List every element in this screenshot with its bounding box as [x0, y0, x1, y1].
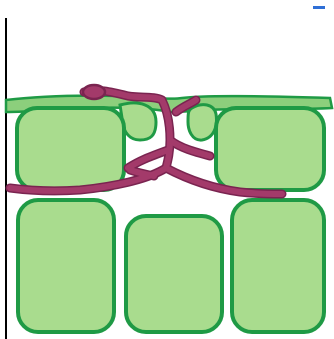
plant-cell-upper-right: [216, 108, 324, 190]
plant-cell-lower-right: [232, 200, 324, 332]
plant-cell-upper-left: [17, 108, 124, 190]
plant-cell-lower-left: [18, 200, 114, 332]
spore-appressorium: [83, 85, 105, 99]
plant-cell-lower-middle: [126, 216, 222, 332]
corner-mark: [313, 6, 325, 9]
guard-cell-right: [188, 105, 216, 140]
